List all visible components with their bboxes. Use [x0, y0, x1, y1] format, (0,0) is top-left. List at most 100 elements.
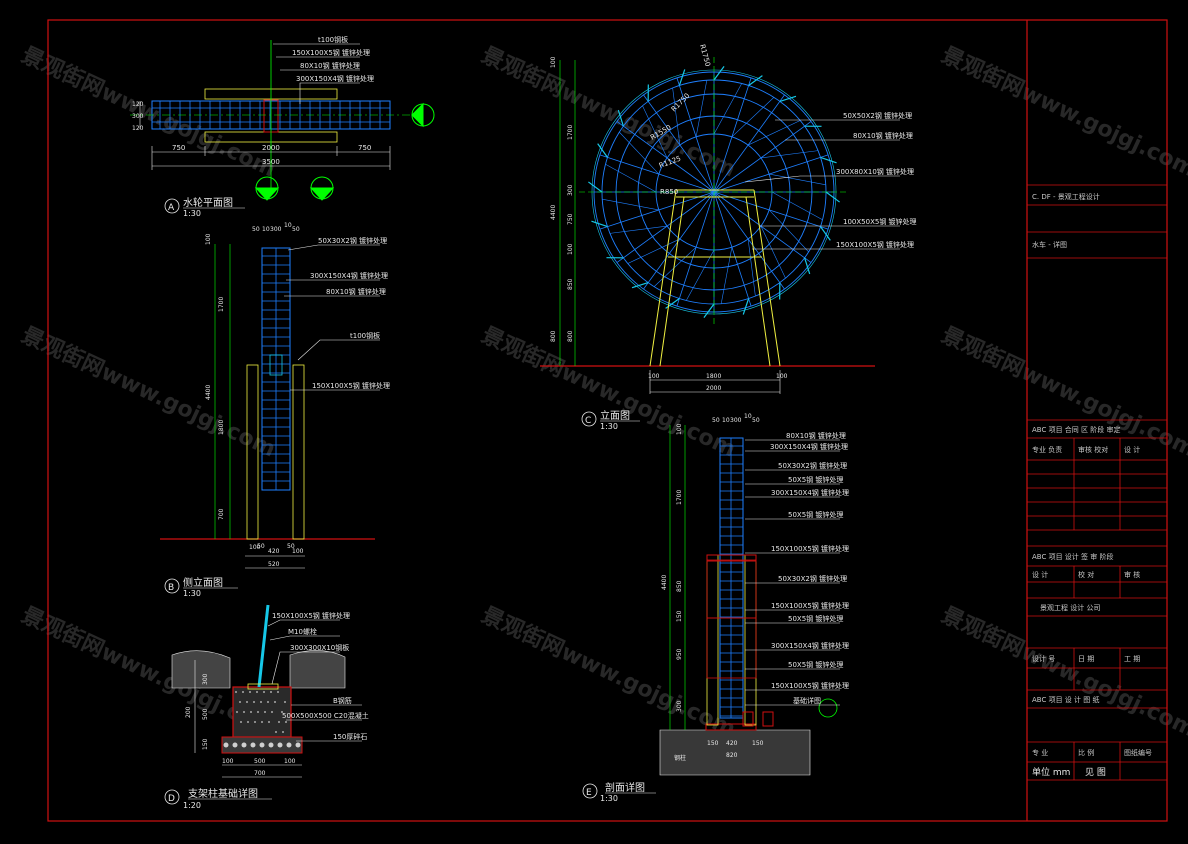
- wheel-label-2: 80X10钢 镀锌处理: [853, 131, 913, 140]
- section-column-left: [707, 555, 718, 725]
- wheel-label-3: 300X80X10钢 镀锌处理: [836, 167, 914, 176]
- svg-text:1800: 1800: [706, 373, 721, 380]
- side-label-2: 300X150X4钢 镀锌处理: [310, 271, 388, 280]
- section-label-4: 50X5钢 镀锌处理: [788, 475, 843, 484]
- section-label-8: 50X30X2钢 镀锌处理: [778, 574, 847, 583]
- watermark-text: 景观街网www.gojgj.com: [937, 42, 1188, 183]
- tb-footer: ABC 项目 设 计 图 纸: [1032, 695, 1099, 704]
- side-label-5: 150X100X5钢 镀锌处理: [312, 381, 390, 390]
- tb-row2-c: 审 核: [1124, 570, 1140, 579]
- svg-text:2000: 2000: [706, 385, 721, 392]
- svg-text:50: 50: [292, 226, 300, 233]
- svg-text:1:30: 1:30: [183, 209, 201, 218]
- svg-text:1:20: 1:20: [183, 801, 201, 810]
- svg-text:100: 100: [776, 373, 788, 380]
- tb-row4-a: 专 业: [1032, 748, 1048, 757]
- tb-drawing: 水车 - 详图: [1032, 240, 1067, 249]
- section-label-11: 300X150X4钢 镀锌处理: [771, 641, 849, 650]
- section-label-10: 50X5钢 镀锌处理: [788, 614, 843, 623]
- waterwheel: [579, 57, 849, 327]
- svg-text:700: 700: [218, 508, 225, 520]
- plan-label-4: 300X150X4钢 镀锌处理: [296, 74, 374, 83]
- tb-approval2: ABC 项目 设计 签 审 阶段: [1032, 552, 1113, 561]
- plan-dim-side3: 120: [132, 125, 144, 132]
- plan-dim-center: 2000: [262, 144, 280, 152]
- svg-text:150: 150: [707, 740, 719, 747]
- svg-text:50: 50: [257, 543, 265, 550]
- tb-unit: 单位 mm: [1032, 766, 1070, 778]
- side-leg-right: [293, 365, 304, 539]
- plan-label-3: 80X10钢 镀锌处理: [300, 61, 360, 70]
- svg-text:800: 800: [550, 330, 557, 342]
- svg-text:850: 850: [676, 580, 683, 592]
- section-label-7: 150X100X5钢 镀锌处理: [771, 544, 849, 553]
- svg-text:水轮平面图: 水轮平面图: [183, 196, 233, 209]
- footing-label-2: M10螺栓: [288, 627, 317, 636]
- svg-text:1:30: 1:30: [600, 422, 618, 431]
- tb-row3-a: 设计 号: [1032, 654, 1055, 663]
- svg-text:A: A: [168, 203, 175, 213]
- tb-row2-a: 设 计: [1032, 570, 1048, 579]
- svg-text:B: B: [168, 583, 174, 593]
- tb-row3-b: 日 期: [1078, 655, 1094, 663]
- svg-text:150: 150: [202, 738, 209, 750]
- svg-text:1700: 1700: [218, 297, 225, 312]
- side-label-3: 80X10钢 镀锌处理: [326, 287, 386, 296]
- section-wheel: [720, 438, 743, 718]
- svg-text:50: 50: [287, 543, 295, 550]
- svg-text:1700: 1700: [567, 125, 574, 140]
- tb-unit2: 见 图: [1085, 767, 1106, 778]
- plan-label-1: t100钢板: [318, 35, 348, 44]
- tb-row1-c: 设 计: [1124, 445, 1140, 454]
- tb-row3-c: 工 期: [1124, 655, 1140, 663]
- section-label-6: 50X5钢 镀锌处理: [788, 510, 843, 519]
- plan-dim-side2: 300: [132, 113, 144, 120]
- svg-text:700: 700: [254, 770, 266, 777]
- wheel-radius-4: R850: [660, 188, 678, 196]
- plan-dim-total: 3500: [262, 158, 280, 166]
- svg-text:850: 850: [567, 278, 574, 290]
- section-label-5: 300X150X4钢 镀锌处理: [771, 488, 849, 497]
- svg-text:1800: 1800: [218, 420, 225, 435]
- view-title-e: E 剖面详图 1:30: [583, 781, 656, 803]
- watermark-text: 景观街网www.gojgj.com: [477, 42, 739, 183]
- svg-text:50: 50: [752, 417, 760, 424]
- svg-text:150: 150: [676, 610, 683, 622]
- watermark-text: 景观街网www.gojgj.com: [937, 602, 1188, 743]
- svg-text:150: 150: [752, 740, 764, 747]
- section-label-9: 150X100X5钢 镀锌处理: [771, 601, 849, 610]
- svg-text:300: 300: [730, 417, 742, 424]
- svg-text:4400: 4400: [661, 575, 668, 590]
- plan-dim-left: 750: [172, 144, 185, 152]
- footing-label-3: 300X300X10钢板: [290, 643, 349, 652]
- svg-text:10: 10: [284, 222, 292, 229]
- svg-text:50: 50: [712, 417, 720, 424]
- svg-text:50: 50: [252, 226, 260, 233]
- tb-row4-c: 图纸编号: [1124, 748, 1152, 757]
- svg-text:100: 100: [222, 758, 234, 765]
- svg-text:100: 100: [550, 56, 557, 68]
- tb-row4-b: 比 例: [1078, 748, 1094, 757]
- svg-text:剖面详图: 剖面详图: [605, 781, 645, 794]
- svg-text:100: 100: [567, 243, 574, 255]
- svg-text:300: 300: [202, 673, 209, 685]
- svg-text:1:30: 1:30: [600, 794, 618, 803]
- section-column-right: [745, 555, 756, 725]
- section-label-14: 基础详图: [793, 696, 821, 705]
- wheel-label-4: 100X50X5钢 镀锌处理: [843, 217, 917, 226]
- tb-row1-a: 专业 负责: [1032, 445, 1062, 454]
- svg-text:10: 10: [744, 413, 752, 420]
- svg-text:300: 300: [270, 226, 282, 233]
- tb-company: 景观工程 设计 公司: [1040, 603, 1100, 612]
- svg-text:1:30: 1:30: [183, 589, 201, 598]
- detail-callout-icon: [819, 699, 837, 717]
- svg-text:1700: 1700: [676, 490, 683, 505]
- side-label-4: t100钢板: [350, 331, 380, 340]
- plan-dim-side1: 120: [132, 101, 144, 108]
- section-marker-bottom-right-icon: [311, 177, 333, 200]
- svg-text:4400: 4400: [205, 385, 212, 400]
- svg-text:800: 800: [567, 330, 574, 342]
- footing-label-4: B钢筋: [333, 696, 352, 705]
- svg-text:520: 520: [268, 561, 280, 568]
